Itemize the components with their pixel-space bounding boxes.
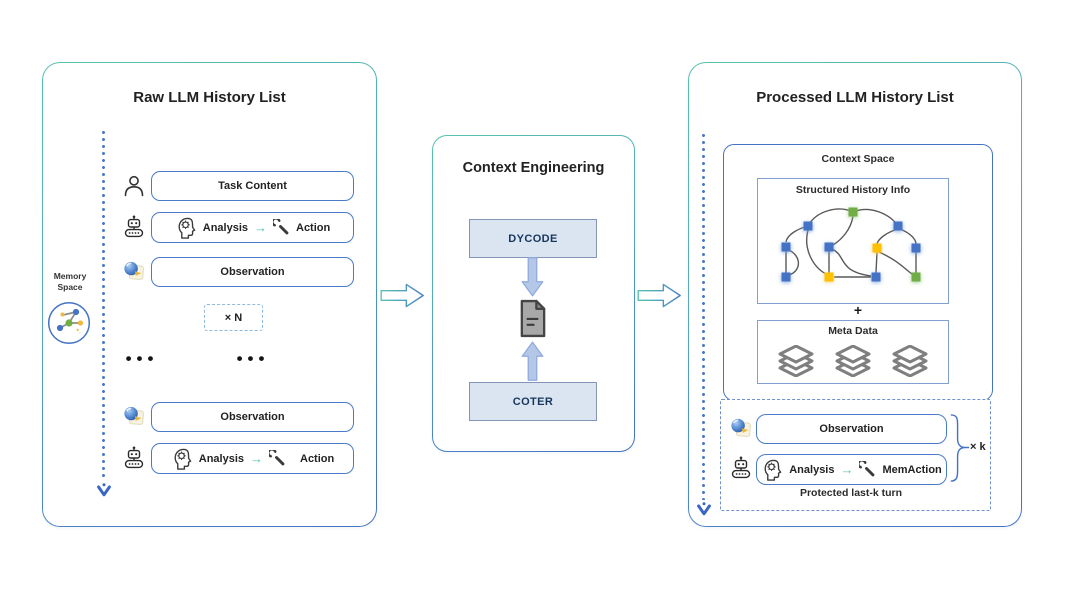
protected-last-k-label: Protected last-k turn	[799, 487, 903, 499]
repeat-n-box: × N	[204, 304, 263, 331]
lens-cube-icon	[122, 404, 145, 427]
timeline-arrowhead-icon	[696, 502, 712, 516]
action-label: Action	[296, 221, 331, 234]
robot-icon	[121, 446, 147, 470]
document-icon	[516, 298, 549, 339]
history-graph-icon	[781, 207, 921, 282]
observation-box: Observation	[756, 414, 947, 444]
robot-icon	[728, 456, 754, 480]
lens-cube-icon	[729, 416, 752, 439]
meta-data-box: Meta Data	[757, 320, 949, 384]
ellipsis-left: •••	[125, 349, 159, 368]
flow-arrow-icon: →	[250, 451, 263, 466]
up-block-arrow-icon	[521, 341, 544, 381]
wrench-icon	[273, 219, 290, 236]
memaction-label: MemAction	[882, 463, 942, 476]
context-space-box: Context Space Structured History Info	[723, 144, 993, 401]
task-content-label: Task Content	[218, 180, 287, 192]
memory-space-graph-icon	[47, 301, 91, 345]
layers-icon	[892, 345, 928, 377]
raw-history-title: Raw LLM History List	[133, 89, 286, 106]
processed-history-title: Processed LLM History List	[756, 89, 954, 106]
observation-label: Observation	[819, 423, 884, 435]
wrench-icon	[269, 450, 286, 467]
memory-timeline-dotted-line	[102, 129, 105, 481]
meta-data-label: Meta Data	[828, 325, 878, 337]
flow-arrow-icon: →	[840, 462, 854, 477]
person-icon	[122, 174, 146, 198]
action-label: Action	[300, 452, 335, 465]
protected-turns-box: Observation Analysis → MemAction × k Pro…	[720, 399, 991, 511]
structured-history-box: Structured History Info	[757, 178, 949, 304]
observation-box-2: Observation	[151, 402, 354, 432]
head-gear-icon	[171, 447, 193, 471]
ellipsis-right: •••	[236, 349, 270, 368]
dycode-box: DYCODE	[469, 219, 597, 258]
plus-sign: +	[853, 302, 863, 318]
raw-history-panel: Raw LLM History List Memory Space Task C…	[42, 62, 377, 527]
analysis-action-box-2: Analysis → Action	[151, 443, 354, 474]
repeat-k-label: × k	[970, 441, 986, 453]
processed-history-panel: Processed LLM History List Context Space…	[688, 62, 1022, 527]
lens-cube-icon	[122, 259, 145, 282]
context-engineering-panel: Context Engineering DYCODE COTER	[432, 135, 635, 452]
head-gear-icon	[761, 458, 783, 482]
analysis-memaction-box: Analysis → MemAction	[756, 454, 947, 485]
layers-icon	[778, 345, 814, 377]
coter-box: COTER	[469, 382, 597, 421]
memory-space-label: Memory Space	[53, 271, 87, 293]
panel-flow-arrow-icon	[380, 283, 425, 308]
observation-label: Observation	[220, 266, 285, 278]
observation-label: Observation	[220, 411, 285, 423]
robot-icon	[121, 215, 147, 239]
flow-arrow-icon: →	[254, 220, 267, 235]
context-space-label: Context Space	[821, 153, 895, 165]
analysis-label: Analysis	[198, 452, 244, 465]
processed-timeline-dotted-line	[702, 132, 705, 500]
analysis-label: Analysis	[789, 463, 835, 476]
analysis-action-box: Analysis → Action	[151, 212, 354, 243]
context-engineering-title: Context Engineering	[462, 160, 605, 176]
group-brace-icon	[948, 413, 971, 483]
head-gear-icon	[175, 216, 197, 240]
panel-flow-arrow-icon	[637, 283, 682, 308]
down-block-arrow-icon	[521, 257, 544, 297]
analysis-label: Analysis	[202, 221, 248, 234]
timeline-arrowhead-icon	[96, 483, 112, 497]
structured-history-label: Structured History Info	[795, 184, 911, 196]
task-content-box: Task Content	[151, 171, 354, 201]
wrench-icon	[859, 461, 876, 478]
observation-box: Observation	[151, 257, 354, 287]
layers-icon	[835, 345, 871, 377]
